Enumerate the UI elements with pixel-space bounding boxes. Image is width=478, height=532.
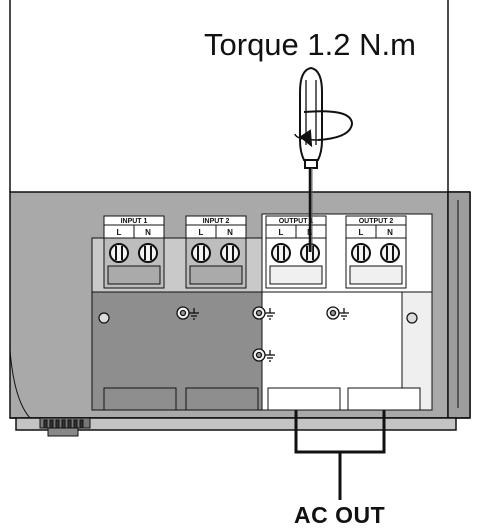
screw-icon — [98, 312, 110, 324]
terminal-label-input-2: INPUT 2 — [203, 218, 230, 225]
terminal-pin-l-output-1: L — [279, 228, 284, 237]
terminal-block-output-2 — [345, 215, 407, 289]
rotation-arrow-icon — [294, 110, 354, 148]
terminal-pin-n-input-1: N — [145, 228, 151, 237]
torque-label: Torque 1.2 N.m — [204, 27, 416, 62]
ground-symbol-icon — [326, 306, 349, 320]
terminal-pin-l-output-2: L — [359, 228, 364, 237]
terminal-block-input-1 — [103, 215, 165, 289]
terminal-label-output-1: OUTPUT 1 — [279, 218, 314, 225]
screw-icon — [406, 312, 418, 324]
cable-openings — [103, 387, 421, 411]
terminal-block-input-2 — [185, 215, 247, 289]
terminal-label-output-2: OUTPUT 2 — [359, 218, 394, 225]
ac-out-label: AC OUT — [294, 502, 386, 528]
ground-symbol-icon — [252, 348, 275, 362]
terminal-pin-n-output-2: N — [387, 228, 393, 237]
ac-out-bracket — [294, 410, 386, 500]
mounting-screws — [98, 312, 418, 324]
terminal-pin-l-input-2: L — [199, 228, 204, 237]
terminal-blocks — [103, 215, 407, 289]
terminal-pin-n-input-2: N — [227, 228, 233, 237]
ground-symbol-icon — [176, 306, 199, 320]
terminal-label-input-1: INPUT 1 — [121, 218, 148, 225]
ground-symbols — [176, 306, 349, 362]
gland-nut — [39, 417, 91, 437]
terminal-block-output-1 — [265, 215, 327, 289]
terminal-pin-l-input-1: L — [117, 228, 122, 237]
ground-symbol-icon — [252, 306, 275, 320]
